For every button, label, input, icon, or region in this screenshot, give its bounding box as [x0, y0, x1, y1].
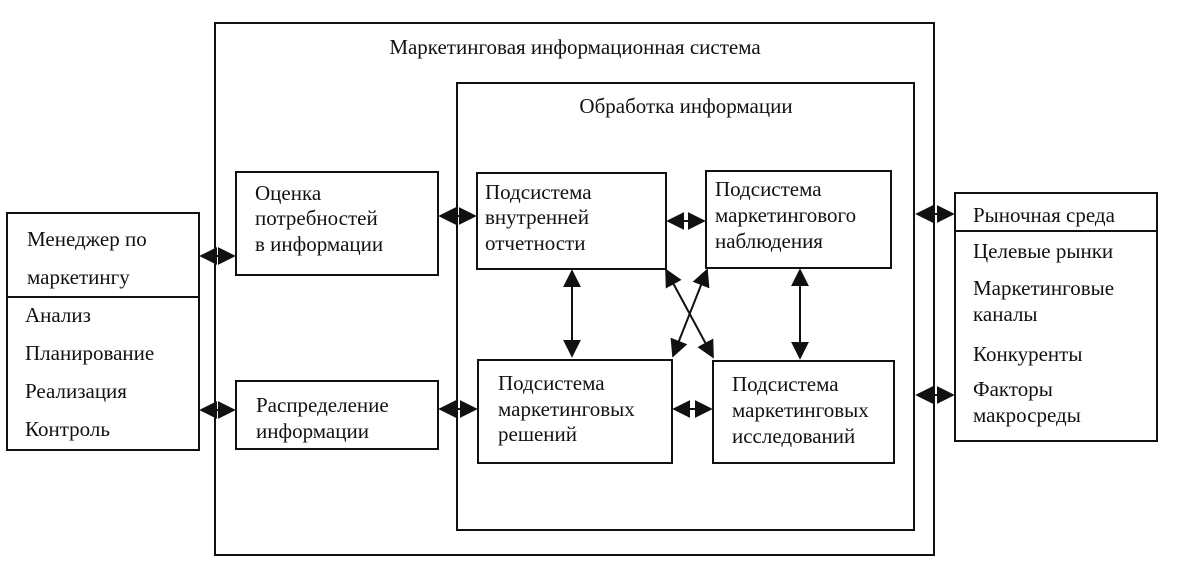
box-text-line: маркетингового: [715, 203, 856, 227]
needs-assessment-box[interactable]: Оценка потребностей в информации: [235, 171, 439, 276]
box-text-line: Подсистема: [498, 371, 605, 395]
environment-item: Факторы: [973, 377, 1053, 401]
marketing-research-subsystem-box[interactable]: Подсистема маркетинговых исследований: [712, 360, 895, 464]
marketing-intelligence-subsystem-box[interactable]: Подсистема маркетингового наблюдения: [705, 170, 892, 269]
box-text-line: потребностей: [255, 206, 378, 230]
marketing-decisions-subsystem-box[interactable]: Подсистема маркетинговых решений: [477, 359, 673, 464]
environment-item: макросреды: [973, 403, 1081, 427]
environment-title: Рыночная среда: [973, 203, 1116, 227]
box-text-line: информации: [256, 419, 369, 443]
box-text-line: Подсистема: [715, 177, 822, 201]
manager-box[interactable]: Менеджер по маркетингу Анализ Планирован…: [6, 212, 200, 451]
box-text-line: Подсистема: [485, 180, 592, 204]
environment-item: каналы: [973, 302, 1038, 326]
arrow-intelligence-decisions: [670, 268, 710, 358]
manager-item-control: Контроль: [25, 417, 110, 441]
information-distribution-box[interactable]: Распределение информации: [235, 380, 439, 450]
box-text-line: маркетинговых: [498, 397, 635, 421]
environment-item: Целевые рынки: [973, 239, 1113, 263]
box-text-line: маркетинговых: [732, 398, 869, 422]
market-environment-box[interactable]: Рыночная среда Целевые рынки Маркетингов…: [954, 192, 1158, 442]
box-text-line: наблюдения: [715, 229, 823, 253]
box-text-line: внутренней: [485, 205, 589, 229]
box-text-line: отчетности: [485, 231, 585, 255]
manager-item-planning: Планирование: [25, 341, 154, 365]
manager-item-implementation: Реализация: [25, 379, 127, 403]
box-text-line: в информации: [255, 232, 383, 256]
internal-reporting-subsystem-box[interactable]: Подсистема внутренней отчетности: [476, 172, 667, 270]
inner-title: Обработка информации: [579, 94, 792, 118]
environment-item: Конкуренты: [973, 342, 1082, 366]
box-text-line: исследований: [732, 424, 855, 448]
box-text-line: Подсистема: [732, 372, 839, 396]
manager-title-line: маркетингу: [27, 265, 130, 289]
manager-item-analysis: Анализ: [25, 303, 91, 327]
box-text-line: решений: [498, 422, 577, 446]
box-text-line: Распределение: [256, 393, 389, 417]
box-text-line: Оценка: [255, 181, 322, 205]
outer-title: Маркетинговая информационная система: [389, 35, 761, 59]
manager-title-line: Менеджер по: [27, 227, 147, 251]
environment-item: Маркетинговые: [973, 276, 1114, 300]
